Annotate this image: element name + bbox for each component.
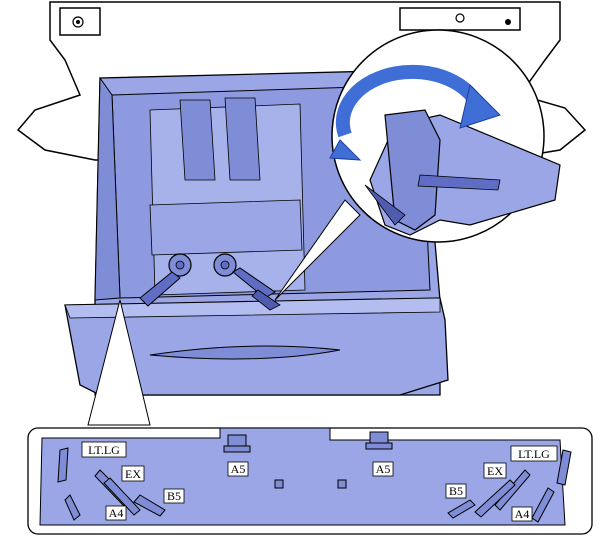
label-right-ltlg: LT.LG	[510, 445, 558, 462]
detail-callout-pointer	[87, 299, 151, 426]
screw-icon	[72, 13, 511, 28]
label-left-ex: EX	[121, 465, 145, 482]
label-center-right-a5: A5	[372, 461, 394, 477]
right-size-stops	[447, 449, 572, 523]
svg-text:A5: A5	[231, 462, 246, 476]
svg-text:LT.LG: LT.LG	[518, 447, 550, 461]
svg-text:A5: A5	[376, 462, 391, 476]
label-right-a4: A4	[511, 506, 533, 522]
label-center-left-a5: A5	[227, 461, 249, 477]
svg-text:B5: B5	[167, 489, 181, 503]
paper-guide-icon	[139, 253, 281, 311]
svg-text:EX: EX	[487, 464, 503, 478]
svg-text:B5: B5	[449, 484, 463, 498]
svg-text:A4: A4	[109, 506, 124, 520]
rotation-arrow-icon	[329, 64, 501, 161]
label-left-a4: A4	[105, 505, 127, 521]
center-size-stops	[223, 431, 393, 489]
svg-text:LT.LG: LT.LG	[88, 443, 120, 457]
label-right-b5: B5	[445, 483, 467, 499]
size-labels: LT.LG EX B5 A4 A5 A5 LT.LG EX	[81, 441, 558, 522]
label-left-b5: B5	[163, 488, 185, 504]
svg-text:EX: EX	[125, 467, 141, 481]
label-left-ltlg: LT.LG	[81, 441, 127, 458]
size-indicator-panel	[27, 427, 593, 535]
left-size-stops	[57, 447, 166, 521]
tray-front	[64, 297, 449, 396]
svg-text:A4: A4	[515, 507, 530, 521]
label-right-ex: EX	[483, 462, 507, 479]
